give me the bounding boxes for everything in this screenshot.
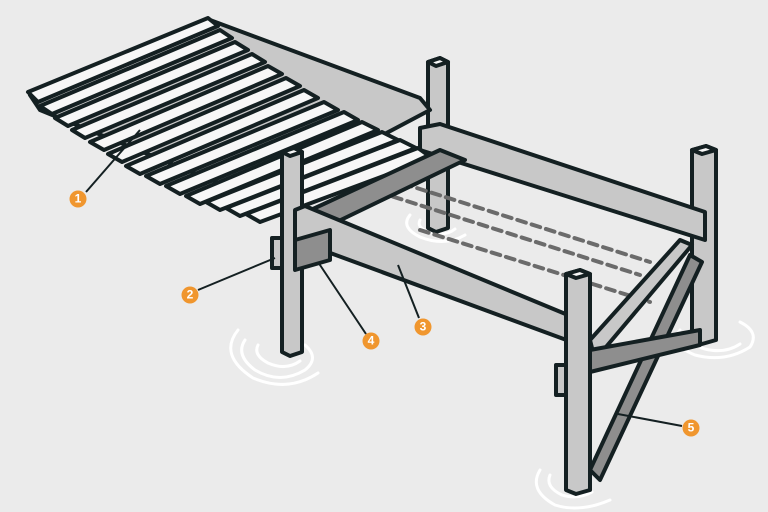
cross-bracing	[588, 238, 704, 482]
callout-3: 3	[414, 318, 432, 336]
post-back-right	[690, 144, 718, 346]
post-front-left	[270, 146, 304, 358]
callout-1: 1	[69, 190, 87, 208]
callout-5: 5	[682, 419, 700, 437]
callout-2: 2	[181, 286, 199, 304]
beam-back	[418, 122, 707, 242]
beam-end-block	[293, 228, 332, 272]
callout-4: 4	[362, 332, 380, 350]
post-front-right	[554, 268, 592, 496]
decking-boards	[26, 16, 434, 224]
leader-lines	[85, 129, 683, 427]
